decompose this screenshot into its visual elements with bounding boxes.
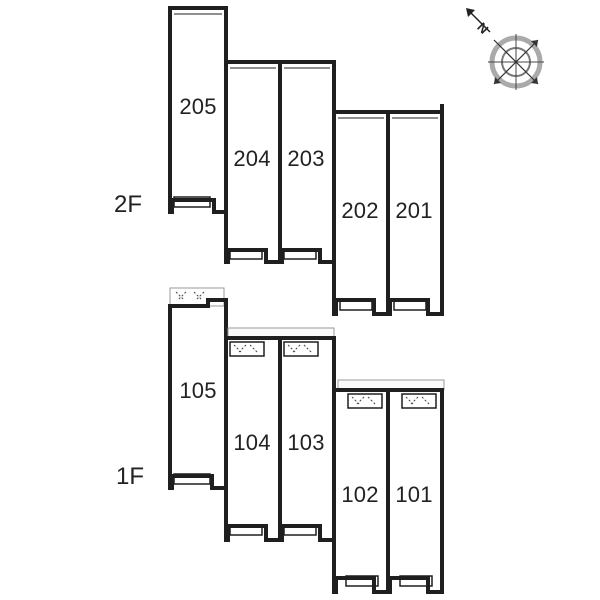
unit-label: 203: [287, 146, 324, 171]
floor-label-1f: 1F: [116, 463, 144, 490]
unit-105-outline: [168, 287, 228, 490]
unit-label: 204: [233, 146, 270, 171]
unit-label: 202: [341, 198, 378, 223]
unit-103-outline: [280, 336, 336, 542]
unit-label: 104: [233, 430, 270, 455]
unit-label: 102: [341, 482, 378, 507]
unit-201-outline: [388, 104, 444, 316]
unit-label: 103: [287, 430, 324, 455]
unit-labels: 205 204 203 202 201 105 104 103 102 101: [179, 94, 432, 507]
unit-204-outline: [224, 60, 282, 264]
unit-104-outline: [224, 336, 282, 542]
unit-label: 105: [179, 378, 216, 403]
unit-102-outline: [332, 388, 390, 594]
floor-1f-plan: [168, 287, 445, 594]
north-arrow-icon: N: [466, 8, 491, 37]
floor-2f-plan: [168, 6, 444, 316]
unit-101-outline: [388, 388, 444, 594]
unit-203-outline: [280, 60, 336, 264]
unit-label: 101: [395, 482, 432, 507]
north-label: N: [474, 20, 491, 37]
unit-202-outline: [332, 110, 390, 316]
compass-rose-icon: [488, 34, 544, 90]
unit-label: 201: [395, 198, 432, 223]
floor-label-2f: 2F: [114, 191, 142, 218]
unit-label: 205: [179, 94, 216, 119]
